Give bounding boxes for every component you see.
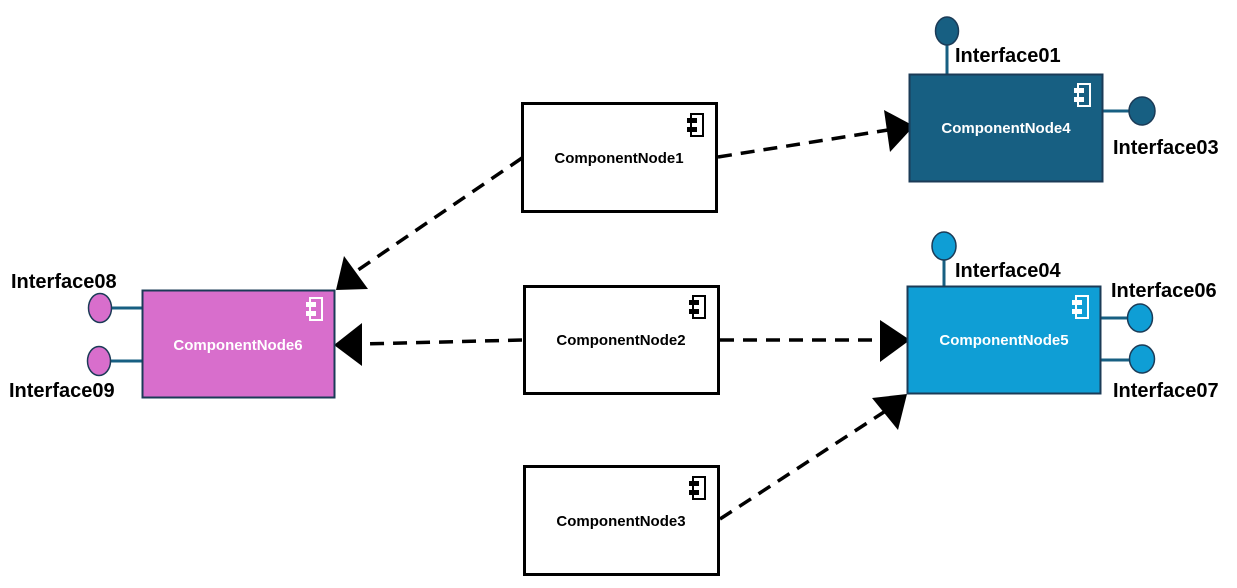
dependency-n2-to-n6[interactable]: [334, 323, 523, 366]
interface04-label: Interface04: [955, 260, 1061, 282]
dependency-n2-to-n5[interactable]: [720, 320, 910, 362]
component-node-3-label: ComponentNode3: [556, 513, 685, 530]
component-node-5[interactable]: ComponentNode5: [906, 285, 1102, 395]
component-node-3[interactable]: ComponentNode3: [523, 465, 720, 576]
interface01-label: Interface01: [955, 45, 1061, 67]
interface03-lollipop[interactable]: [1102, 96, 1156, 126]
interface09-label: Interface09: [9, 380, 115, 402]
interface04-lollipop[interactable]: [931, 231, 957, 287]
component-node-2[interactable]: ComponentNode2: [523, 285, 720, 395]
interface08-lollipop[interactable]: [87, 292, 143, 324]
interface09-lollipop[interactable]: [86, 345, 143, 377]
component-node-5-label: ComponentNode5: [939, 332, 1068, 349]
dependency-n1-to-n4[interactable]: [717, 110, 914, 159]
component-node-1-label: ComponentNode1: [554, 150, 683, 167]
interface08-label: Interface08: [11, 271, 117, 293]
interface06-label: Interface06: [1111, 280, 1217, 302]
interface06-lollipop[interactable]: [1100, 303, 1154, 333]
component-node-4-label: ComponentNode4: [941, 120, 1071, 137]
interface01-lollipop[interactable]: [934, 16, 960, 74]
interface07-label: Interface07: [1113, 380, 1219, 402]
interface07-lollipop[interactable]: [1100, 344, 1156, 374]
component-node-1[interactable]: ComponentNode1: [521, 102, 718, 213]
dependency-n3-to-n5[interactable]: [719, 394, 907, 521]
dependency-n1-to-n6[interactable]: [336, 156, 523, 290]
interface03-label: Interface03: [1113, 137, 1219, 159]
component-node-2-label: ComponentNode2: [556, 332, 685, 349]
component-node-4[interactable]: ComponentNode4: [908, 73, 1104, 183]
component-node-6-label: ComponentNode6: [173, 337, 302, 354]
component-node-6[interactable]: ComponentNode6: [141, 289, 336, 399]
